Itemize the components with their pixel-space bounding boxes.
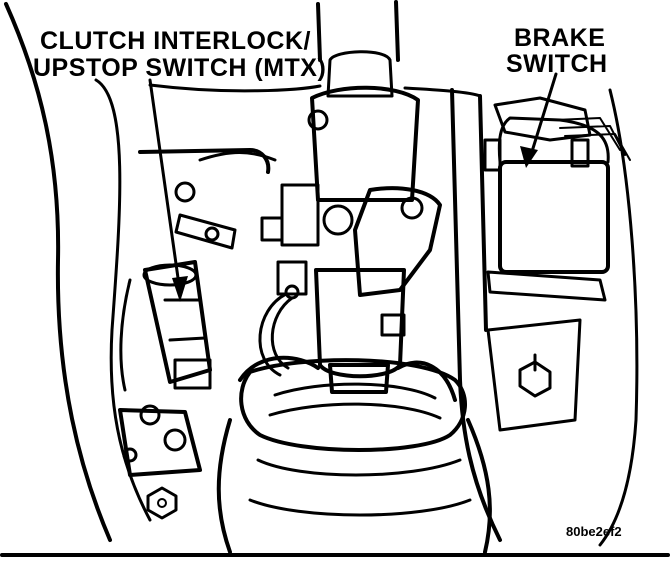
clutch-leader-line xyxy=(148,78,182,294)
connector-illustration xyxy=(258,183,320,377)
brake-switch-label-line1: BRAKE xyxy=(514,24,606,52)
clutch-switch-illustration xyxy=(118,148,277,520)
steering-shaft-illustration xyxy=(307,0,442,394)
figure-id: 80be2ef2 xyxy=(566,524,622,539)
clutch-switch-label-line2: UPSTOP SWITCH (MTX) xyxy=(33,54,327,82)
clutch-leader-arrowhead xyxy=(172,276,188,302)
clutch-switch-label-line1: CLUTCH INTERLOCK/ xyxy=(40,27,311,55)
shaft-boot-illustration xyxy=(216,355,492,554)
brake-switch-label-line2: SWITCH xyxy=(506,50,608,78)
brake-leader-arrowhead xyxy=(520,146,538,168)
brake-leader-line xyxy=(528,72,558,160)
callout-leaders xyxy=(148,72,558,302)
brake-switch-illustration xyxy=(483,96,631,432)
dash-frame xyxy=(0,2,670,557)
